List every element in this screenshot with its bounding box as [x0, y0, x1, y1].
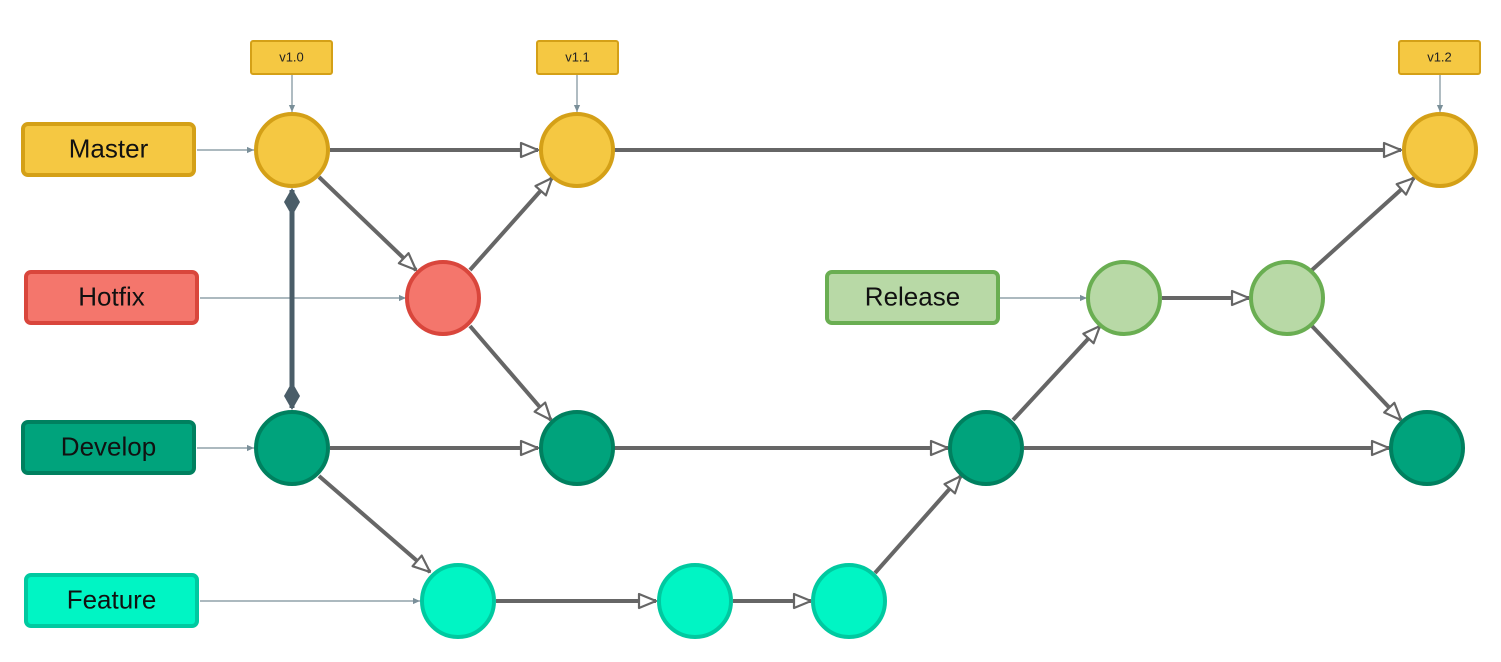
master-commit-node[interactable]	[539, 112, 615, 188]
release-commit-node[interactable]	[1249, 260, 1325, 336]
arrow-master1-hotfix	[317, 175, 418, 272]
feature-commit-node[interactable]	[657, 563, 733, 639]
master-commit-node[interactable]	[254, 112, 330, 188]
arrow-feature3-develop3	[873, 474, 963, 575]
version-tags: v1.0 v1.1 v1.2	[250, 40, 1481, 75]
branch-labels: Master Hotfix Develop Feature Release	[21, 122, 1000, 628]
tag-v1-0-label: v1.0	[279, 49, 304, 64]
tag-v1-1[interactable]: v1.1	[536, 40, 619, 75]
branch-label-release[interactable]: Release	[825, 270, 1000, 325]
tag-v1-0[interactable]: v1.0	[250, 40, 333, 75]
commit-flow-arrows	[317, 150, 1416, 601]
develop-commit-node[interactable]	[1389, 410, 1465, 486]
arrow-hotfix-develop2	[468, 324, 553, 422]
label-connectors	[197, 75, 1444, 605]
arrow-release2-develop4	[1310, 324, 1403, 422]
branch-label-hotfix[interactable]: Hotfix	[24, 270, 199, 325]
commit-nodes	[254, 112, 1478, 639]
develop-commit-node[interactable]	[539, 410, 615, 486]
tag-v1-1-label: v1.1	[565, 49, 590, 64]
branch-label-develop[interactable]: Develop	[21, 420, 196, 475]
branch-label-master-text: Master	[69, 133, 149, 163]
master-commit-node[interactable]	[1402, 112, 1478, 188]
feature-commit-node[interactable]	[420, 563, 496, 639]
release-commit-node[interactable]	[1086, 260, 1162, 336]
feature-commit-node[interactable]	[811, 563, 887, 639]
branch-label-feature-text: Feature	[67, 584, 157, 614]
arrow-release2-master3	[1310, 176, 1416, 272]
arrow-develop1-feature1	[317, 474, 432, 574]
branch-label-feature[interactable]: Feature	[24, 573, 199, 628]
diamond-top-icon	[284, 188, 300, 216]
diamond-bottom-icon	[284, 382, 300, 410]
branch-label-hotfix-text: Hotfix	[78, 281, 144, 311]
tag-v1-2[interactable]: v1.2	[1398, 40, 1481, 75]
tag-v1-2-label: v1.2	[1427, 49, 1452, 64]
branch-label-release-text: Release	[865, 281, 960, 311]
arrow-develop3-release1	[1011, 324, 1102, 422]
branch-label-master[interactable]: Master	[21, 122, 196, 177]
branch-label-develop-text: Develop	[61, 431, 156, 461]
arrow-hotfix-master2	[468, 176, 554, 272]
branch-association-link	[284, 188, 300, 410]
hotfix-commit-node[interactable]	[405, 260, 481, 336]
develop-commit-node[interactable]	[254, 410, 330, 486]
develop-commit-node[interactable]	[948, 410, 1024, 486]
